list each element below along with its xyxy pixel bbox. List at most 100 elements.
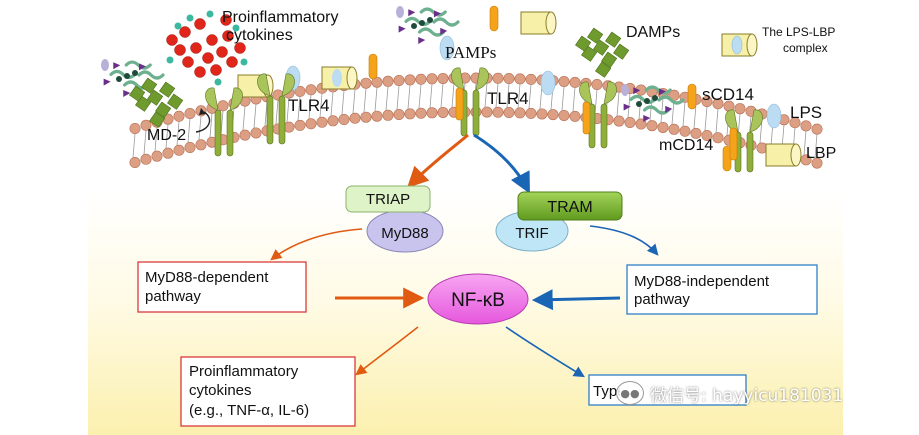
proinflammatory-output-label-1: Proinflammatory bbox=[189, 363, 299, 380]
lipid-tail bbox=[385, 86, 389, 111]
watermark-text: 微信号: hayyicu181031 bbox=[650, 385, 844, 406]
lps-molecule bbox=[766, 103, 782, 129]
complex-lps-oval bbox=[332, 69, 342, 87]
pamp-dot bbox=[411, 23, 417, 29]
lipid-head-outer bbox=[404, 74, 416, 86]
extracellular-molecules bbox=[101, 5, 802, 172]
tlr4-stalk bbox=[278, 95, 286, 145]
lps-lbp-complex-label-1: The LPS-LBP bbox=[762, 25, 835, 39]
lipid-head-inner bbox=[679, 125, 691, 137]
tlr4-ectodomain bbox=[229, 87, 243, 111]
lipid-tail bbox=[209, 113, 213, 138]
pamp-dot bbox=[644, 98, 650, 104]
md2-pointer-arrow bbox=[195, 111, 211, 133]
lipid-tail bbox=[814, 134, 818, 159]
lipid-tail bbox=[671, 100, 675, 125]
cytokine-red-sphere bbox=[216, 46, 228, 58]
scd14-rod bbox=[489, 5, 499, 32]
lipid-head-inner bbox=[492, 106, 504, 118]
lipid-head-inner bbox=[712, 132, 724, 144]
myd88-independent-label-1: MyD88-independent bbox=[634, 273, 770, 290]
lipid-head-outer bbox=[426, 73, 438, 85]
lipid-head-inner bbox=[349, 112, 361, 124]
lipid-head-inner bbox=[239, 129, 251, 141]
pamps-label: PAMPs bbox=[445, 43, 496, 62]
lipid-tail bbox=[528, 84, 532, 109]
myd88-independent-box-frame bbox=[626, 264, 818, 315]
cytokine-red-sphere bbox=[210, 64, 222, 76]
lipid-head-outer bbox=[217, 100, 229, 112]
cytokine-red-sphere bbox=[194, 66, 206, 78]
cytokine-red-sphere bbox=[190, 42, 202, 54]
lipid-tail bbox=[660, 98, 664, 123]
scd14-label: sCD14 bbox=[702, 85, 754, 104]
lipid-head-outer bbox=[360, 77, 372, 89]
triap-myd88-adaptor: TRIAP MyD88 bbox=[345, 185, 444, 253]
interferons-label: Type I interferons bbox=[593, 383, 709, 400]
tlr4-to-triap-arrow bbox=[407, 133, 469, 188]
lipid-head-inner bbox=[503, 107, 515, 119]
wechat-icon: ●● bbox=[616, 381, 644, 405]
myd88-label: MyD88 bbox=[381, 225, 429, 242]
lipid-tail bbox=[715, 108, 719, 133]
damp-piece bbox=[587, 27, 604, 44]
scd14-rod bbox=[687, 83, 697, 110]
cytokine-teal-sphere bbox=[206, 10, 214, 18]
lipid-head-outer bbox=[734, 103, 746, 115]
lipid-head-outer bbox=[371, 76, 383, 88]
lipid-head-inner bbox=[668, 123, 680, 135]
lipid-head-inner bbox=[393, 109, 405, 121]
lipid-tail bbox=[407, 84, 411, 109]
cytokine-red-sphere bbox=[179, 26, 191, 38]
tlr4-stalk bbox=[266, 95, 274, 145]
mcd14-coreceptor bbox=[729, 127, 738, 161]
cytokine-teal-sphere bbox=[166, 56, 174, 64]
lipid-head-inner bbox=[569, 110, 581, 122]
myd88-independent-pathway-box: MyD88-independent pathway bbox=[626, 264, 818, 315]
lipid-tail bbox=[616, 92, 620, 117]
lipid-head-inner bbox=[382, 109, 394, 121]
lipid-head-inner bbox=[338, 113, 350, 125]
cytokine-teal-sphere bbox=[240, 58, 248, 66]
pamp-worm bbox=[644, 85, 672, 95]
pamp-dot bbox=[116, 76, 122, 82]
pamp-oval bbox=[621, 84, 629, 96]
lipid-head-inner bbox=[481, 106, 493, 118]
lipid-head-inner bbox=[327, 115, 339, 127]
pamp-dot bbox=[419, 20, 425, 26]
pamp-worm bbox=[419, 7, 447, 17]
lipid-tail bbox=[132, 133, 136, 158]
lipid-tail bbox=[572, 87, 576, 112]
lipid-head-inner bbox=[525, 107, 537, 119]
pamp-triangle bbox=[123, 89, 131, 97]
lipid-tail bbox=[693, 104, 697, 129]
lipid-head-outer bbox=[514, 73, 526, 85]
damps-label: DAMPs bbox=[626, 24, 680, 41]
watermark: ●● 微信号: hayyicu181031 bbox=[616, 378, 843, 408]
pamp-worm bbox=[417, 27, 446, 37]
lipid-head-inner bbox=[371, 110, 383, 122]
lipid-head-outer bbox=[525, 73, 537, 85]
mcd14-coreceptor bbox=[455, 87, 464, 121]
tram-trif-adaptor: TRAM TRIF bbox=[495, 191, 623, 252]
lipid-head-outer bbox=[558, 75, 570, 87]
lipid-head-inner bbox=[184, 141, 196, 153]
damp-piece bbox=[605, 31, 622, 48]
pamp-triangle bbox=[138, 63, 146, 71]
lipid-head-outer bbox=[503, 73, 515, 85]
lipid-tail bbox=[264, 101, 268, 126]
proinflammatory-output-box: Proinflammatory cytokines (e.g., TNF-α, … bbox=[180, 356, 356, 427]
tlr4-ectodomain bbox=[475, 67, 489, 91]
lipid-head-inner bbox=[426, 107, 438, 119]
lipid-tail bbox=[418, 84, 422, 109]
pamp-dot bbox=[636, 101, 642, 107]
lps-molecule bbox=[439, 35, 455, 61]
lipid-tail bbox=[297, 96, 301, 121]
cytokine-red-sphere bbox=[202, 52, 214, 64]
lipid-tail bbox=[506, 83, 510, 108]
damp-piece bbox=[601, 51, 618, 68]
lipid-head-outer bbox=[382, 75, 394, 87]
lipid-tail bbox=[363, 88, 367, 113]
cytokine-teal-sphere bbox=[232, 24, 240, 32]
